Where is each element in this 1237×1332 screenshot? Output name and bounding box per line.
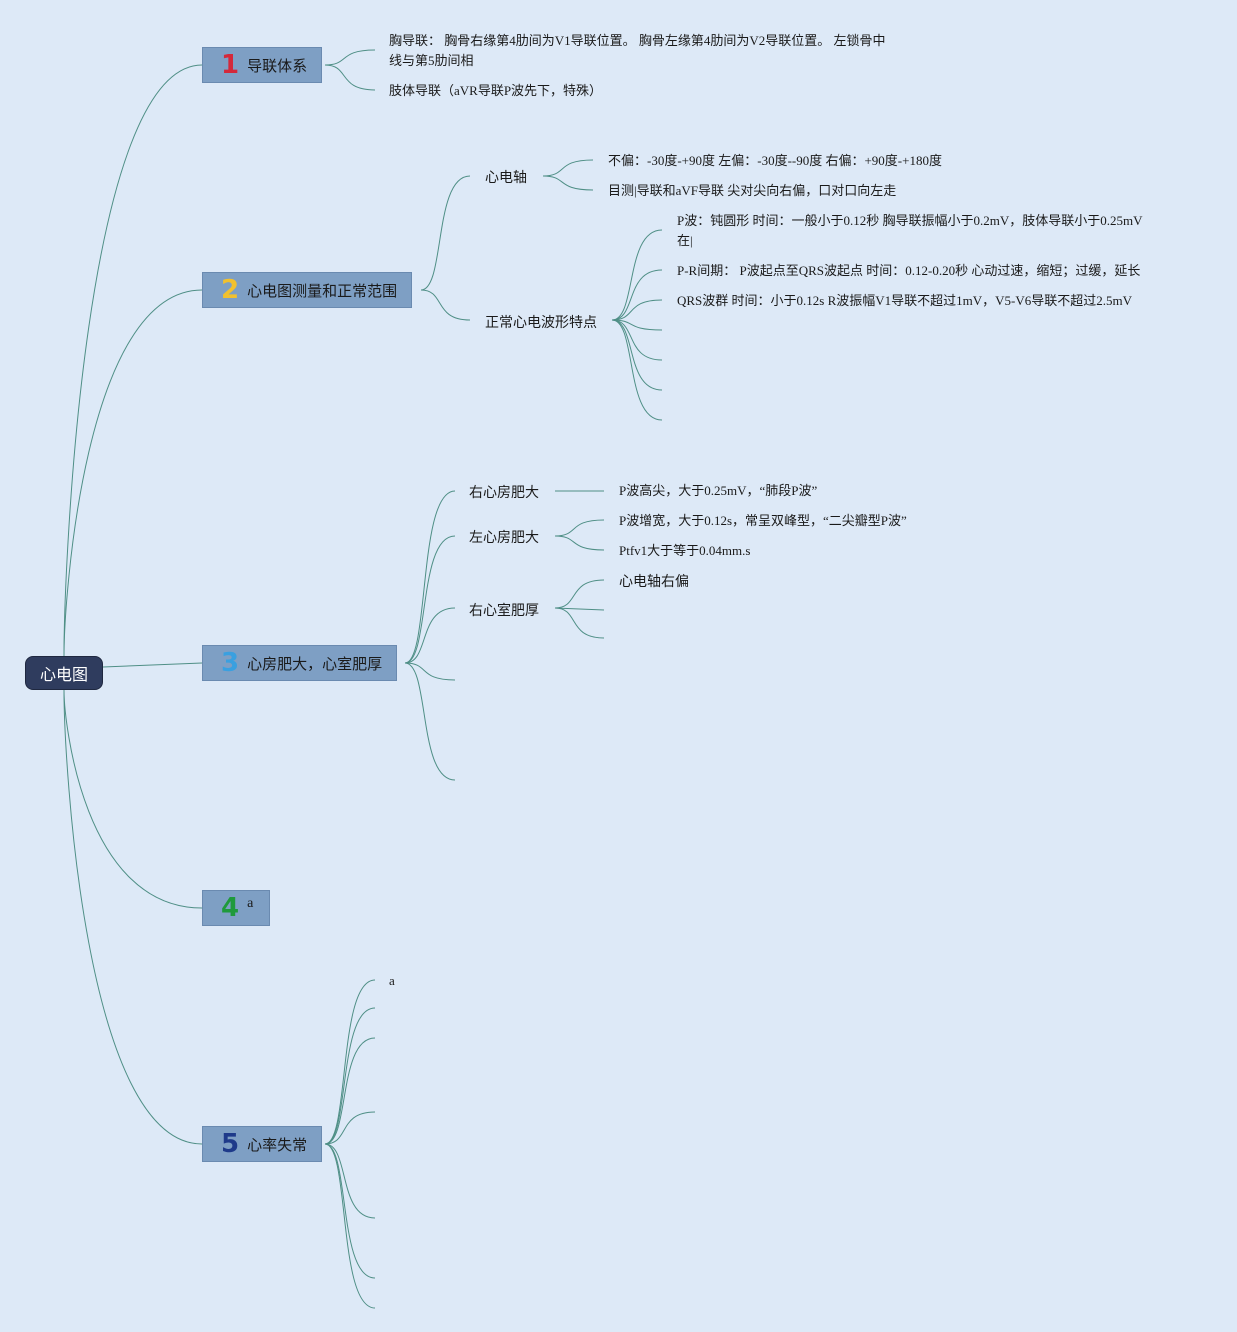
connector-line	[63, 64, 203, 657]
root-node[interactable]: 心电图	[25, 656, 103, 690]
connector-line	[554, 579, 605, 609]
connector-line	[611, 319, 663, 331]
topic-node-1[interactable]: 1 导联体系	[202, 47, 323, 83]
subtopic-ecg-axis[interactable]: 心电轴	[485, 169, 527, 185]
topic-label-5: 心率失常	[247, 1135, 308, 1154]
connector-line	[611, 319, 663, 421]
connector-line	[542, 175, 594, 191]
topic-label-2: 心电图测量和正常范围	[247, 281, 398, 300]
topic-number-badge-1: 1	[221, 50, 240, 80]
leaf-text[interactable]: 目测|导联和aVF导联 尖对尖向右偏，口对口向左走	[608, 183, 897, 198]
subtopic-right-ventricular-hypertrophy[interactable]: 右心室肥厚	[469, 602, 539, 618]
topic-number-badge-3: 3	[221, 648, 240, 678]
subtopic-normal-waveform[interactable]: 正常心电波形特点	[485, 314, 597, 330]
connector-line	[324, 1143, 376, 1219]
connector-line	[324, 1111, 376, 1145]
connector-line	[324, 1143, 376, 1279]
connector-line	[554, 535, 605, 551]
leaf-text[interactable]: 肢体导联（aVR导联P波先下，特殊）	[389, 83, 603, 98]
connector-line	[611, 299, 663, 321]
connector-line	[63, 289, 203, 657]
connector-line	[324, 49, 376, 66]
leaf-text[interactable]: P波高尖，大于0.25mV，“肺段P波”	[619, 483, 818, 498]
subtopic-right-atrial-enlargement[interactable]: 右心房肥大	[469, 484, 539, 500]
connector-line	[324, 1143, 376, 1309]
leaf-text[interactable]: P-R间期： P波起点至QRS波起点 时间：0.12-0.20秒 心动过速，缩短…	[677, 263, 1141, 278]
topic-label-1: 导联体系	[247, 56, 308, 75]
connector-line	[324, 979, 376, 1145]
connector-line	[63, 689, 203, 1145]
leaf-text[interactable]: P波增宽，大于0.12s，常呈双峰型，“二尖瓣型P波”	[619, 513, 907, 528]
topic-label-4: a	[247, 896, 254, 911]
topic-number-badge-4: 4	[221, 893, 240, 923]
connector-line	[404, 662, 456, 781]
connector-line	[611, 319, 663, 361]
leaf-text[interactable]: a	[389, 973, 395, 988]
connector-line	[404, 535, 456, 664]
connector-line	[324, 1007, 376, 1145]
topic-node-4[interactable]: 4 a	[202, 890, 271, 926]
connector-line	[404, 490, 456, 664]
connector-line	[404, 607, 456, 664]
connector-line	[404, 662, 456, 681]
connector-line	[554, 607, 605, 639]
leaf-text[interactable]: 胸导联： 胸骨右缘第4肋间为V1导联位置。 胸骨左缘第4肋间为V2导联位置。 左…	[389, 33, 886, 68]
connector-line	[554, 519, 605, 537]
connector-line	[542, 159, 594, 177]
topic-number-badge-2: 2	[221, 275, 240, 305]
connector-line	[63, 689, 203, 909]
connector-line	[324, 1037, 376, 1145]
topic-label-3: 心房肥大，心室肥厚	[247, 654, 383, 673]
connector-line	[611, 269, 663, 321]
leaf-text[interactable]: QRS波群 时间：小于0.12s R波振幅V1导联不超过1mV，V5-V6导联不…	[677, 293, 1133, 308]
topic-number-badge-5: 5	[221, 1129, 240, 1159]
connector-line	[324, 64, 376, 91]
topic-node-2[interactable]: 2 心电图测量和正常范围	[202, 272, 413, 308]
leaf-text[interactable]: P波：钝圆形 时间：一般小于0.12秒 胸导联振幅小于0.2mV，肢体导联小于0…	[677, 213, 1143, 248]
topic-node-5[interactable]: 5 心率失常	[202, 1126, 323, 1162]
topic-node-3[interactable]: 3 心房肥大，心室肥厚	[202, 645, 398, 681]
connector-line	[554, 607, 605, 611]
leaf-text[interactable]: 不偏：-30度-+90度 左偏：-30度--90度 右偏：+90度-+180度	[608, 153, 942, 168]
subtopic-left-atrial-enlargement[interactable]: 左心房肥大	[469, 529, 539, 545]
leaf-text[interactable]: 心电轴右偏	[619, 573, 689, 589]
connector-line	[420, 175, 471, 291]
connector-line	[102, 662, 203, 668]
connector-line	[420, 289, 471, 321]
root-label: 心电图	[39, 665, 88, 684]
connector-line	[611, 319, 663, 391]
leaf-text[interactable]: Ptfv1大于等于0.04mm.s	[619, 543, 751, 558]
connector-line	[611, 229, 663, 321]
